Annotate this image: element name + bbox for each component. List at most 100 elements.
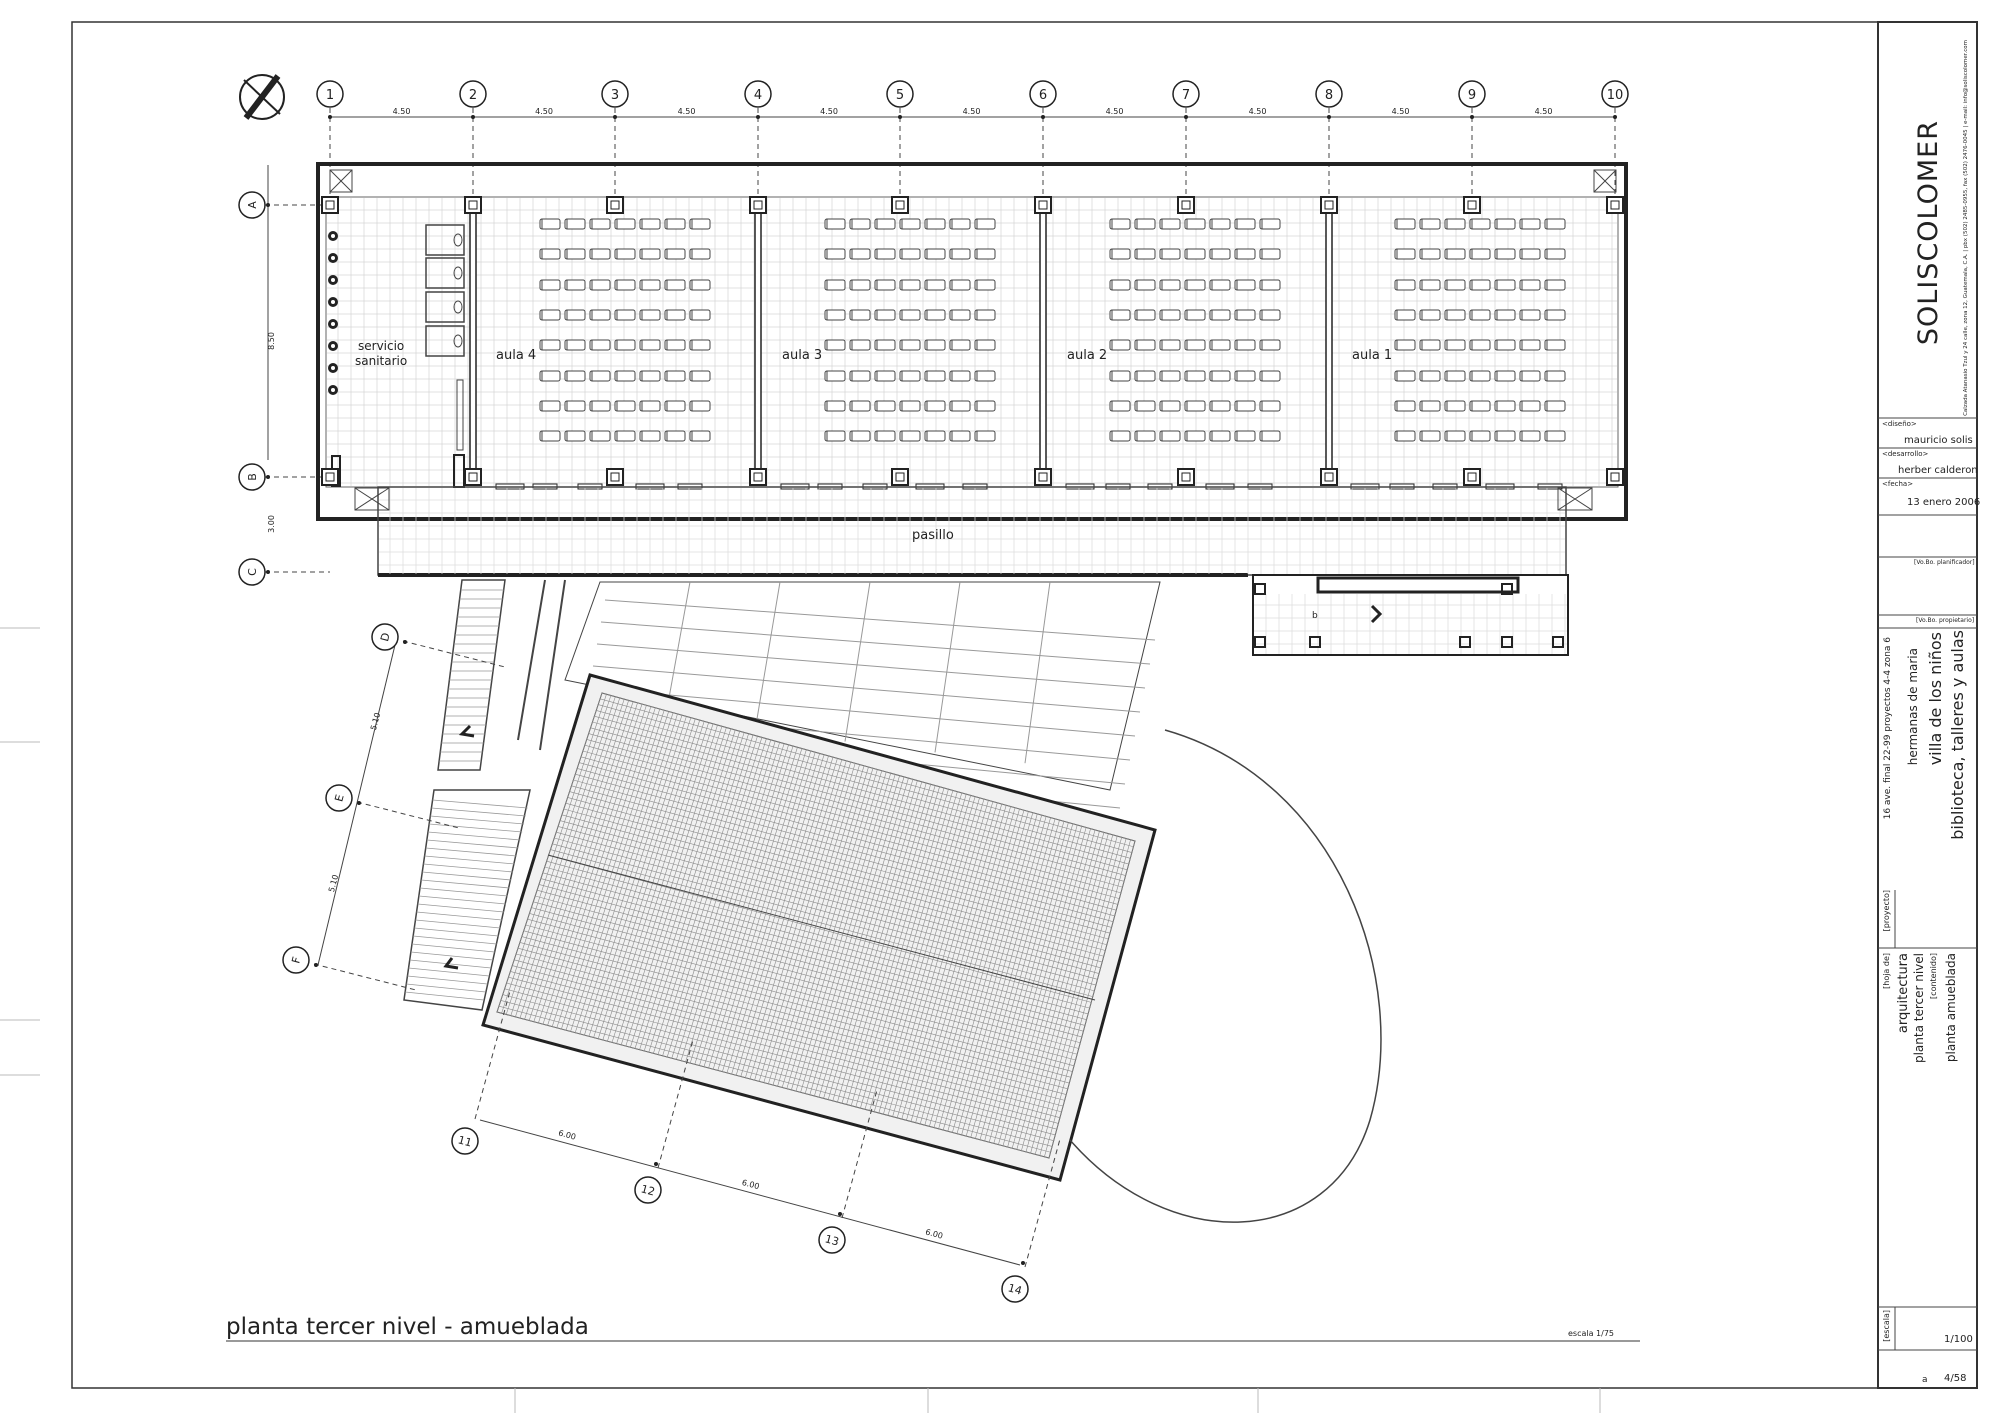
desk: [1419, 248, 1441, 260]
desk: [1394, 400, 1416, 412]
grid-label: 9: [1468, 88, 1476, 103]
desk: [1184, 370, 1206, 382]
right-stair-landing: b: [1252, 574, 1569, 656]
project-subtitle: biblioteca, talleres y aulas: [1948, 630, 1967, 840]
desk: [1469, 339, 1491, 351]
column-dimension: 4.50: [1106, 107, 1124, 116]
desk: [1519, 430, 1541, 442]
grid-label: E: [332, 793, 346, 803]
desk: [614, 248, 636, 260]
project-name: villa de los niños: [1926, 632, 1945, 766]
desk: [949, 339, 971, 351]
desk: [1209, 248, 1231, 260]
grid-bubble-12: [634, 1176, 662, 1204]
desk: [589, 218, 611, 230]
desk: [664, 309, 686, 321]
partition-wall: [469, 199, 477, 481]
desk: [539, 248, 561, 260]
grid-bubble-9: [1458, 80, 1486, 108]
desk: [1419, 339, 1441, 351]
desk: [1134, 430, 1156, 442]
hoja-value: arquitectura: [1896, 953, 1911, 1034]
partition-wall: [1039, 199, 1047, 481]
structural-column: [464, 196, 482, 214]
desk: [849, 248, 871, 260]
grid-bubble-8: [1315, 80, 1343, 108]
desk: [1259, 279, 1281, 291]
desk: [824, 248, 846, 260]
desk: [1444, 248, 1466, 260]
desk: [614, 339, 636, 351]
desk: [539, 218, 561, 230]
desk: [1469, 309, 1491, 321]
row-dimension: 3.00: [267, 515, 276, 533]
desk: [1209, 430, 1231, 442]
fecha-value: 13 enero 2006: [1907, 497, 1981, 508]
title-block-frame: [1877, 21, 1978, 1389]
grid-label: F: [289, 955, 303, 964]
desk: [614, 309, 636, 321]
desk: [1394, 218, 1416, 230]
desk: [1519, 400, 1541, 412]
desk: [1444, 279, 1466, 291]
column-dimension: 4.50: [1535, 107, 1553, 116]
partition-wall: [1325, 199, 1333, 481]
desk: [874, 430, 896, 442]
desk: [924, 309, 946, 321]
desk: [1469, 218, 1491, 230]
diseno-value: mauricio solis: [1904, 435, 1973, 446]
column-dimension: 4.50: [820, 107, 838, 116]
desk: [589, 279, 611, 291]
desk: [614, 430, 636, 442]
desk: [924, 430, 946, 442]
desk: [874, 400, 896, 412]
desk: [924, 218, 946, 230]
desk: [639, 370, 661, 382]
desk: [1159, 339, 1181, 351]
desk: [849, 370, 871, 382]
desk: [564, 279, 586, 291]
desk: [1209, 400, 1231, 412]
desk: [614, 400, 636, 412]
desk: [974, 248, 996, 260]
desk: [639, 400, 661, 412]
column-dimension: 4.50: [1392, 107, 1410, 116]
desk: [924, 400, 946, 412]
desk: [539, 370, 561, 382]
grid-label: 1: [326, 88, 334, 103]
desk: [1444, 218, 1466, 230]
desk: [1419, 309, 1441, 321]
structural-column: [606, 196, 624, 214]
desk: [1544, 279, 1566, 291]
grid-label: 7: [1182, 88, 1190, 103]
desk: [1184, 218, 1206, 230]
firm-name: SOLISCOLOMER: [1913, 120, 1944, 346]
desk: [1134, 370, 1156, 382]
desk: [1259, 430, 1281, 442]
desk: [1159, 430, 1181, 442]
north-arrow-icon: [239, 74, 285, 120]
contenido-label: [contenido]: [1929, 953, 1938, 999]
desk: [589, 339, 611, 351]
desk: [1184, 339, 1206, 351]
grid-bubble-5: [886, 80, 914, 108]
grid-label: 8: [1325, 88, 1333, 103]
structural-column: [321, 468, 339, 486]
diseno-label: <diseño>: [1882, 420, 1917, 428]
desk: [1544, 248, 1566, 260]
room-label-aula1: aula 1: [1352, 348, 1392, 363]
desk: [564, 339, 586, 351]
desk: [664, 370, 686, 382]
desk: [1544, 309, 1566, 321]
desk: [1444, 430, 1466, 442]
desk: [874, 339, 896, 351]
grid-bubble-13: [818, 1226, 846, 1254]
desk: [1109, 248, 1131, 260]
angled-row-dimension: 5.10: [369, 712, 382, 732]
hatched-roof: [481, 673, 1157, 1182]
desk: [1159, 370, 1181, 382]
desk: [664, 279, 686, 291]
desk: [899, 370, 921, 382]
desk: [1259, 400, 1281, 412]
desk: [1419, 370, 1441, 382]
